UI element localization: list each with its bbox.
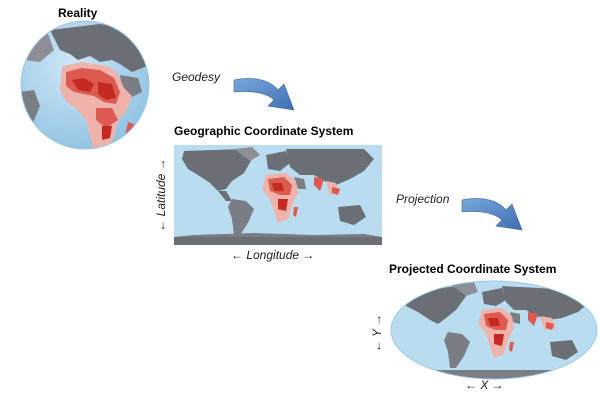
geographic-map xyxy=(174,145,382,245)
geodesy-arrow xyxy=(233,78,295,111)
projected-title: Projected Coordinate System xyxy=(389,262,557,276)
longitude-axis-label: ← Longitude → xyxy=(231,248,315,262)
projection-label: Projection xyxy=(396,192,450,206)
globe-image xyxy=(20,20,150,150)
x-axis-label: ← X → xyxy=(465,378,504,392)
projection-arrow xyxy=(461,198,523,231)
y-axis-label: ← Y → xyxy=(370,313,384,353)
latitude-axis-label: ← Latitude → xyxy=(154,158,168,232)
geodesy-label: Geodesy xyxy=(172,70,221,84)
projected-map xyxy=(390,280,598,380)
reality-title: Reality xyxy=(58,6,98,20)
geographic-title: Geographic Coordinate System xyxy=(174,124,354,138)
